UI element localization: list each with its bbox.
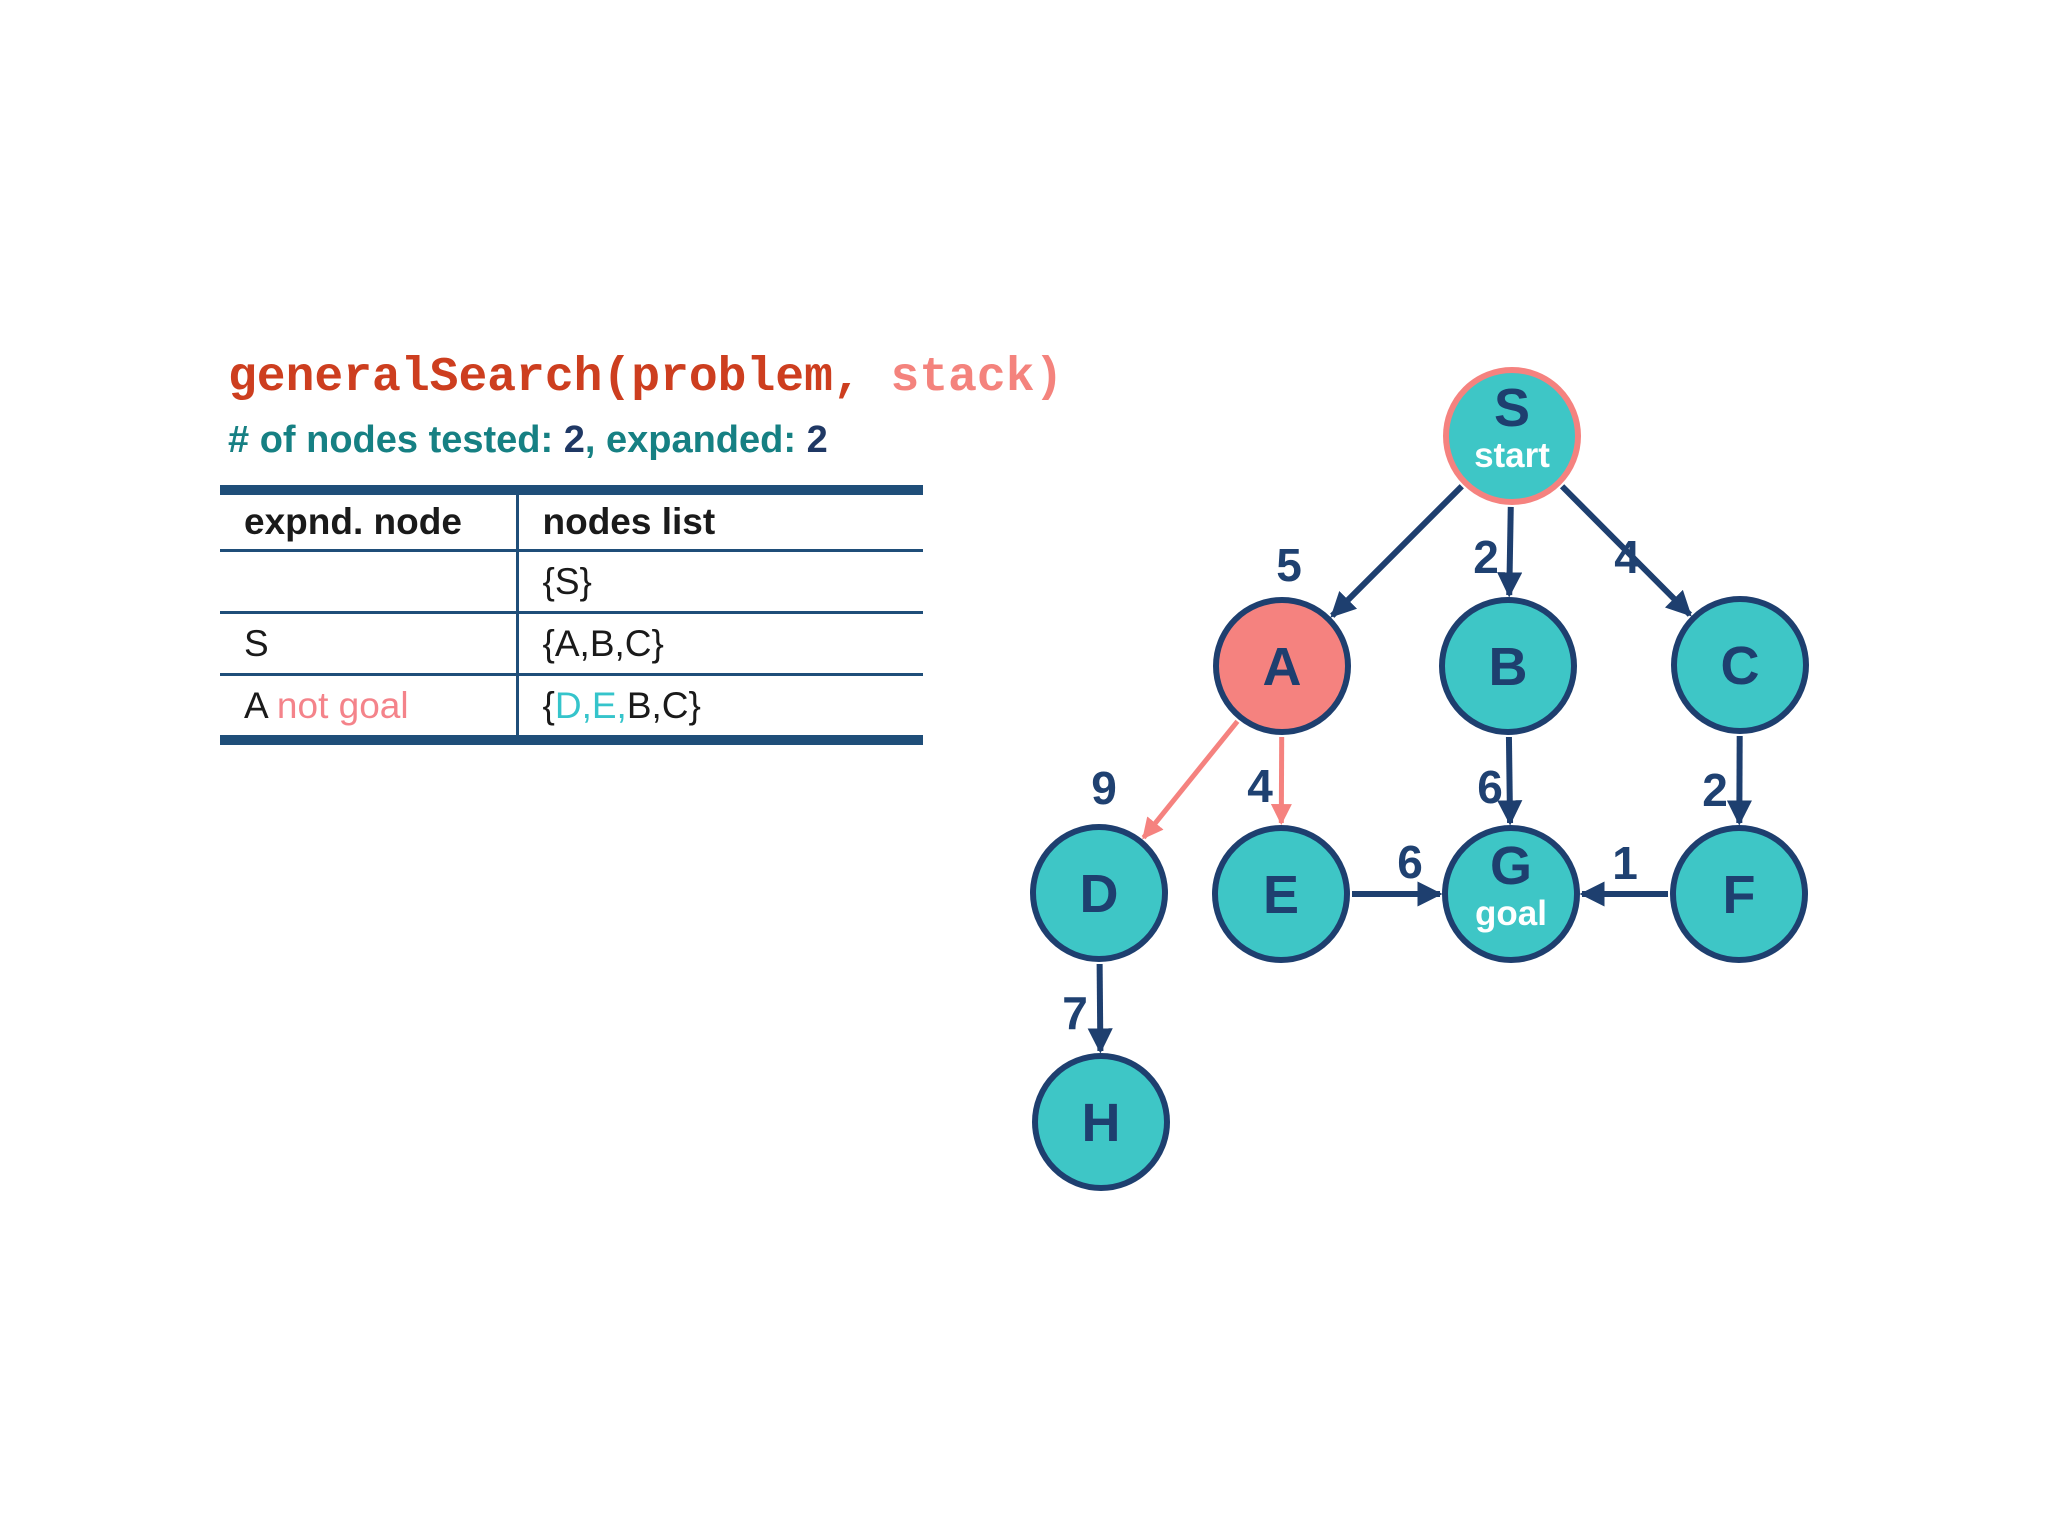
edge-cost-label: 7 [1062,987,1088,1039]
table-row: {S} [220,550,923,614]
edge-S-B [1497,506,1523,598]
text-segment: 2 [806,419,828,461]
text-segment: # of nodes tested: [228,419,564,461]
text-segment: {S} [542,560,592,602]
graph-node-D: D [1030,824,1168,962]
graph-node-A: A [1213,597,1351,735]
node-label: F [1723,865,1756,925]
cell-expanded-node: A not goal [220,674,519,740]
node-label: D [1080,864,1119,924]
node-label: G [1490,836,1532,896]
node-label: B [1489,637,1528,697]
text-segment: B,C} [626,684,701,726]
text-segment: , expanded: [584,419,807,461]
node-sublabel: goal [1475,894,1547,933]
graph-node-E: E [1212,825,1350,963]
edge-cost-label: 1 [1612,837,1638,889]
table-header-row: expnd. node nodes list [220,490,923,552]
text-segment: S [244,622,269,664]
cell-nodes-list: {S} [517,550,923,614]
cell-nodes-list: {A,B,C} [517,612,923,676]
edge-S-A [1330,484,1464,618]
header-nodes-list: nodes list [517,490,923,552]
node-label: C [1721,636,1760,696]
node-circle-E [1212,825,1350,963]
node-circle-G [1442,825,1580,963]
edge-cost-label: 4 [1614,531,1640,583]
graph-node-B: B [1439,597,1577,735]
text-segment: 2 [563,419,585,461]
node-circle-S [1443,367,1581,505]
graph-node-F: F [1670,825,1808,963]
edge-cost-label: 6 [1477,761,1503,813]
text-segment: generalSearch(problem, [228,351,862,405]
edge-D-H [1087,963,1113,1054]
text-segment: not goal [276,684,409,726]
edge-A-D [1141,719,1240,840]
text-segment: D,E, [554,684,627,726]
node-circle-H [1032,1053,1170,1191]
edge-cost-label: 6 [1397,836,1423,888]
node-label: H [1082,1093,1121,1153]
header-expanded-node: expnd. node [220,490,519,552]
edge-cost-label: 4 [1247,760,1273,812]
edge-cost-label: 2 [1473,531,1499,583]
cell-expanded-node [220,550,519,614]
node-circle-D [1030,824,1168,962]
edge-S-C [1559,484,1693,617]
page-title: generalSearch(problem, stack) [228,350,1063,406]
graph-node-C: C [1671,596,1809,734]
node-circle-F [1670,825,1808,963]
node-stats: # of nodes tested: 2, expanded: 2 [228,417,828,463]
node-circle-A [1213,597,1351,735]
node-label: A [1263,637,1302,697]
node-sublabel: start [1474,436,1550,475]
cell-expanded-node: S [220,612,519,676]
table-body: {S}S{A,B,C}A not goal{D,E,B,C} [220,550,923,741]
node-label: E [1263,865,1299,925]
text-segment: stack) [861,351,1064,405]
node-label: S [1494,378,1530,438]
node-circle-B [1439,597,1577,735]
table-row: S {A,B,C} [220,612,923,676]
graph-node-H: H [1032,1053,1170,1191]
edge-cost-label: 2 [1702,764,1728,816]
text-segment: {A,B,C} [542,622,664,664]
search-table: expnd. node nodes list {S} S {A,B,C} A not … [220,485,923,745]
node-circle-C [1671,596,1809,734]
text-segment: A [244,684,277,726]
cell-nodes-list: {D,E,B,C} [517,675,923,741]
edge-B-G [1497,736,1523,826]
text-segment: { [542,684,555,726]
table-row: A not goal{D,E,B,C} [220,674,923,741]
edge-cost-label: 5 [1276,539,1302,591]
edge-cost-label: 9 [1091,762,1117,814]
